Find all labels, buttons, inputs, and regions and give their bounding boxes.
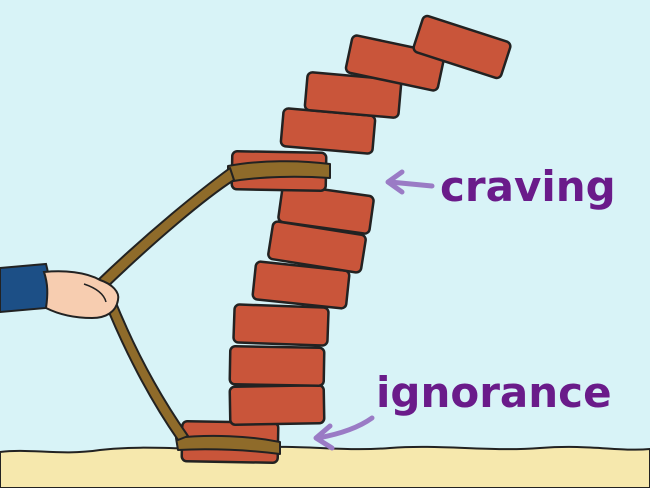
hand [42, 270, 120, 320]
lower-strap-line [103, 297, 189, 441]
craving-label: craving [440, 162, 616, 211]
arrow-down-left-icon [313, 415, 375, 451]
brick-3 [228, 345, 326, 387]
arrow-left-icon [385, 169, 435, 195]
brick-2 [228, 384, 326, 426]
hand-finger-line [83, 283, 107, 303]
upper-strap-band [227, 160, 331, 183]
brick-5 [251, 260, 351, 310]
brick-tower [180, 14, 512, 464]
brick-4 [232, 303, 330, 347]
ignorance-label: ignorance [376, 368, 612, 417]
straps [95, 160, 331, 455]
brick-12 [412, 14, 512, 80]
sand-ground [0, 445, 650, 488]
lower-strap-band [175, 434, 281, 455]
brick-7 [277, 183, 375, 235]
brick-10 [303, 71, 403, 119]
sleeve [0, 262, 50, 314]
